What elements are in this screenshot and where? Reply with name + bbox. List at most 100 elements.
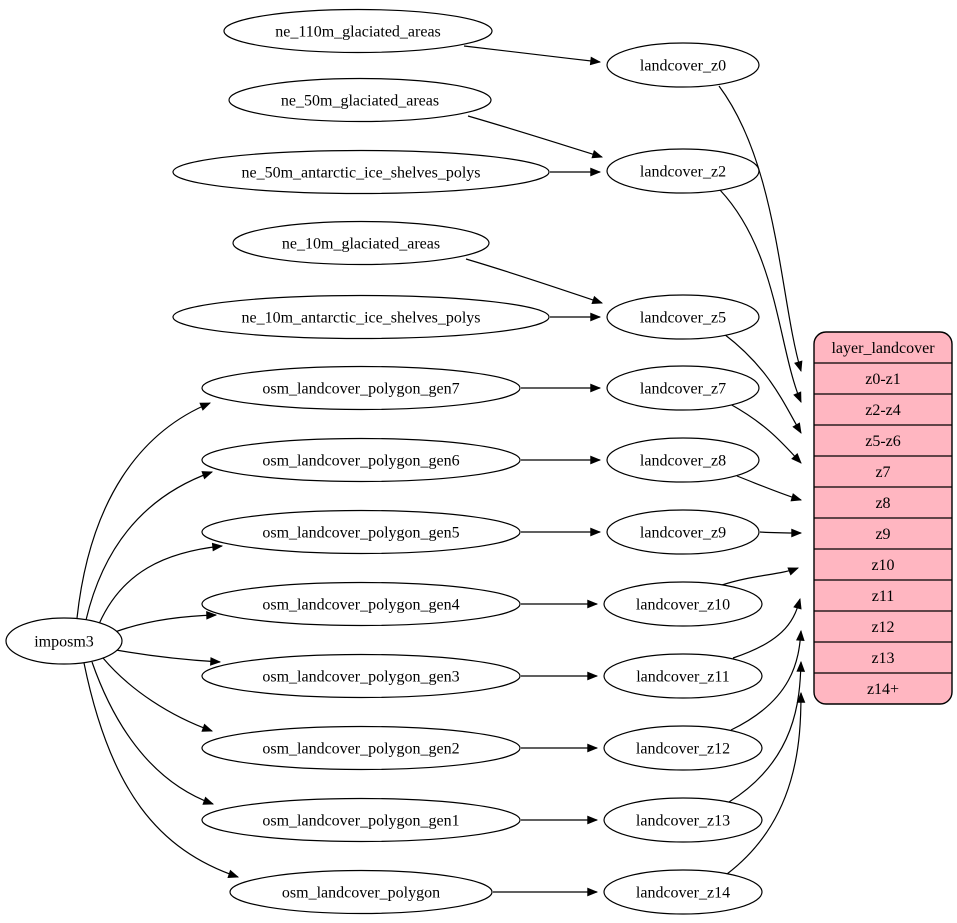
- node-osm_landcover_polygon_gen1-label: osm_landcover_polygon_gen1: [262, 813, 459, 830]
- node-landcover_z2: landcover_z2: [606, 148, 760, 194]
- edge-imposm3-to-osm_landcover_polygon_gen3: [115, 649, 222, 666]
- node-ne_10m_antarctic_ice_shelves_polys-shape: [172, 294, 550, 340]
- node-ne_50m_antarctic_ice_shelves_polys: ne_50m_antarctic_ice_shelves_polys: [172, 149, 550, 195]
- edge-imposm3-to-osm_landcover_polygon: [83, 662, 240, 878]
- table-row-z9: z9: [875, 526, 890, 543]
- node-osm_landcover_polygon_gen2: osm_landcover_polygon_gen2: [201, 725, 521, 771]
- node-osm_landcover_polygon_gen7: osm_landcover_polygon_gen7: [201, 365, 521, 411]
- edge-ne_10m_glaciated_areas-to-landcover_z5: [465, 258, 604, 305]
- node-ne_10m_glaciated_areas-shape: [232, 220, 490, 266]
- node-imposm3: imposm3: [5, 617, 123, 665]
- node-landcover_z9-label: landcover_z9: [640, 525, 726, 542]
- table-row-z12: z12: [871, 619, 894, 636]
- table-row-z11: z11: [872, 588, 895, 605]
- table-row-z13: z13: [871, 650, 894, 667]
- edge-imposm3-to-osm_landcover_polygon_gen7: [76, 402, 211, 619]
- node-osm_landcover_polygon-shape: [229, 869, 493, 915]
- node-landcover_z9-shape: [606, 509, 760, 555]
- node-landcover_z8-label: landcover_z8: [640, 453, 726, 470]
- node-imposm3-label: imposm3: [34, 634, 94, 651]
- node-osm_landcover_polygon_gen2-label: osm_landcover_polygon_gen2: [262, 741, 459, 758]
- table-layer_landcover: layer_landcover z0-z1 z2-z4 z5-z6 z7 z8 z9 z10 z…: [813, 331, 953, 705]
- node-ne_10m_antarctic_ice_shelves_polys-label: ne_10m_antarctic_ice_shelves_polys: [241, 310, 480, 327]
- node-landcover_z8-shape: [606, 437, 760, 483]
- node-osm_landcover_polygon_gen3-shape: [201, 653, 521, 699]
- node-landcover_z14: landcover_z14: [603, 869, 763, 915]
- node-landcover_z0-label: landcover_z0: [640, 58, 726, 75]
- node-landcover_z11-label: landcover_z11: [636, 669, 730, 686]
- node-landcover_z14-shape: [603, 869, 763, 915]
- edge-ne_110m_glaciated_areas-to-landcover_z0: [463, 45, 602, 66]
- node-imposm3-shape: [5, 617, 123, 665]
- node-osm_landcover_polygon_gen1: osm_landcover_polygon_gen1: [201, 797, 521, 843]
- node-landcover_z9: landcover_z9: [606, 509, 760, 555]
- node-osm_landcover_polygon-label: osm_landcover_polygon: [282, 885, 440, 902]
- node-landcover_z7: landcover_z7: [606, 365, 760, 411]
- table-row-z5-z6: z5-z6: [865, 433, 901, 450]
- node-ne_10m_glaciated_areas: ne_10m_glaciated_areas: [232, 220, 490, 266]
- node-landcover_z10: landcover_z10: [603, 581, 763, 627]
- node-landcover_z7-shape: [606, 365, 760, 411]
- node-landcover_z13: landcover_z13: [603, 797, 763, 843]
- edge-imposm3-to-osm_landcover_polygon_gen4: [114, 610, 218, 633]
- edge-landcover_z0-to-layer_landcover-z0-z1: [718, 85, 803, 373]
- node-ne_10m_glaciated_areas-label: ne_10m_glaciated_areas: [282, 236, 440, 253]
- edge-imposm3-to-osm_landcover_polygon_gen1: [91, 661, 215, 805]
- node-landcover_z5-shape: [606, 294, 760, 340]
- edge-landcover_z8-to-layer_landcover-z8: [736, 475, 803, 502]
- node-osm_landcover_polygon_gen4-shape: [201, 581, 521, 627]
- node-osm_landcover_polygon_gen5: osm_landcover_polygon_gen5: [201, 509, 521, 555]
- edge-imposm3-to-osm_landcover_polygon_gen5: [98, 542, 224, 625]
- table-title: layer_landcover: [831, 340, 935, 357]
- node-osm_landcover_polygon: osm_landcover_polygon: [229, 869, 493, 915]
- table-row-z2-z4: z2-z4: [865, 402, 901, 419]
- edge-landcover_z10-to-layer_landcover-z10: [721, 567, 800, 586]
- node-landcover_z14-label: landcover_z14: [636, 885, 730, 902]
- table-row-z14+: z14+: [867, 681, 899, 698]
- edge-landcover_z9-to-layer_landcover-z9: [759, 528, 803, 538]
- table-row-z8: z8: [875, 495, 890, 512]
- node-ne_50m_glaciated_areas-shape: [228, 77, 492, 123]
- node-landcover_z12-label: landcover_z12: [636, 741, 730, 758]
- table-row-z7: z7: [875, 464, 890, 481]
- node-osm_landcover_polygon_gen7-label: osm_landcover_polygon_gen7: [262, 381, 459, 398]
- node-landcover_z11-shape: [603, 653, 763, 699]
- node-ne_110m_glaciated_areas-shape: [223, 8, 493, 54]
- edge-landcover_z2-to-layer_landcover-z2-z4: [719, 189, 802, 403]
- table-row-z0-z1: z0-z1: [865, 371, 901, 388]
- node-osm_landcover_polygon_gen5-label: osm_landcover_polygon_gen5: [262, 525, 459, 542]
- node-landcover_z5: landcover_z5: [606, 294, 760, 340]
- node-landcover_z0-shape: [606, 42, 760, 88]
- edge-imposm3-to-osm_landcover_polygon_gen6: [85, 471, 214, 621]
- edge-landcover_z14-to-layer_landcover-z14+: [726, 691, 806, 875]
- node-osm_landcover_polygon_gen6: osm_landcover_polygon_gen6: [201, 437, 521, 483]
- edge-imposm3-to-osm_landcover_polygon_gen2: [102, 657, 214, 732]
- node-osm_landcover_polygon_gen2-shape: [201, 725, 521, 771]
- node-osm_landcover_polygon_gen6-shape: [201, 437, 521, 483]
- node-landcover_z5-label: landcover_z5: [640, 310, 726, 327]
- node-landcover_z11: landcover_z11: [603, 653, 763, 699]
- nodes-layer: imposm3 ne_110m_glaciated_areas ne_50m_gla…: [5, 8, 763, 915]
- node-ne_10m_antarctic_ice_shelves_polys: ne_10m_antarctic_ice_shelves_polys: [172, 294, 550, 340]
- node-landcover_z10-label: landcover_z10: [636, 597, 730, 614]
- node-osm_landcover_polygon_gen7-shape: [201, 365, 521, 411]
- node-landcover_z2-shape: [606, 148, 760, 194]
- node-landcover_z8: landcover_z8: [606, 437, 760, 483]
- node-osm_landcover_polygon_gen1-shape: [201, 797, 521, 843]
- node-osm_landcover_polygon_gen4: osm_landcover_polygon_gen4: [201, 581, 521, 627]
- table-row-z10: z10: [871, 557, 894, 574]
- node-osm_landcover_polygon_gen3: osm_landcover_polygon_gen3: [201, 653, 521, 699]
- node-osm_landcover_polygon_gen5-shape: [201, 509, 521, 555]
- node-landcover_z7-label: landcover_z7: [640, 381, 726, 398]
- node-landcover_z2-label: landcover_z2: [640, 164, 726, 181]
- node-ne_50m_antarctic_ice_shelves_polys-label: ne_50m_antarctic_ice_shelves_polys: [241, 165, 480, 182]
- edge-landcover_z7-to-layer_landcover-z7: [729, 403, 802, 464]
- node-ne_110m_glaciated_areas-label: ne_110m_glaciated_areas: [275, 24, 441, 41]
- node-landcover_z0: landcover_z0: [606, 42, 760, 88]
- edge-landcover_z12-to-layer_landcover-z12: [730, 629, 805, 731]
- edge-landcover_z13-to-layer_landcover-z13: [728, 660, 806, 803]
- node-ne_50m_glaciated_areas-label: ne_50m_glaciated_areas: [281, 93, 439, 110]
- edge-ne_50m_glaciated_areas-to-landcover_z2: [467, 115, 604, 159]
